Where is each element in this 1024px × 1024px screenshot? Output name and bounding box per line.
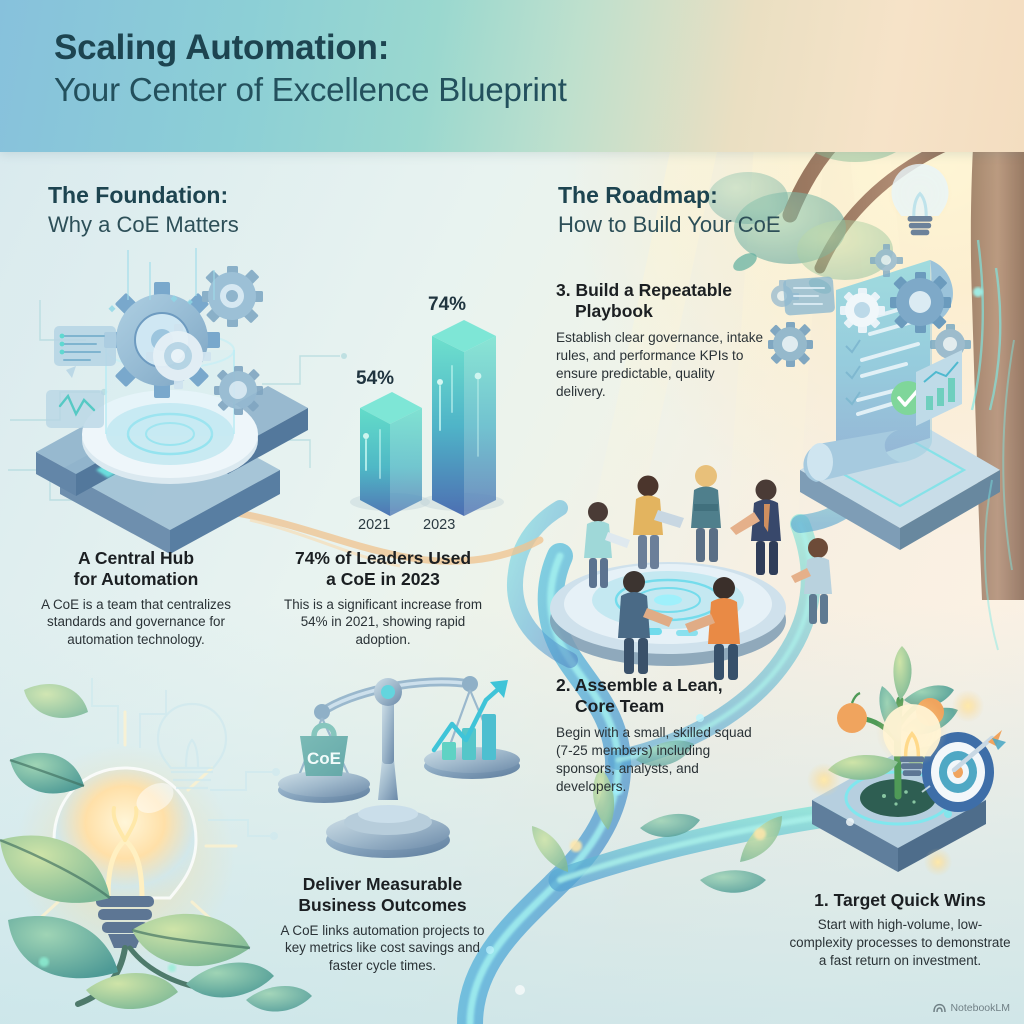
bar-value-label-2021: 54% [356,368,395,389]
bar-tick-label-2021: 2021 [358,517,391,533]
central-hub-title: A Central Hub for Automation [22,548,250,591]
roadmap-heading: The Roadmap: [558,182,718,208]
step3-title-line2: Playbook [575,301,653,322]
central-hub-body: A CoE is a team that centralizes standar… [41,596,231,648]
foundation-subheading: Why a CoE Matters [48,211,239,237]
step1-body: Start with high-volume, low-complexity p… [789,917,1011,968]
central-hub-title-line2: for Automation [73,569,199,590]
notebooklm-watermark: NotebookLM [933,1002,1010,1014]
step3-title: 3. Build a Repeatable Playbook [556,280,768,323]
outcomes-body: A CoE links automation projects to key m… [280,922,485,974]
header-band: Scaling Automation: Your Center of Excel… [0,0,1024,152]
adoption-bar-chart: 54% 74% 2021 2023 [330,280,530,545]
step2-title-line1: 2. Assemble a Lean, [556,675,723,695]
page-title-line2: Your Center of Excellence Blueprint [54,71,567,109]
roadmap-subheading: How to Build Your CoE [558,211,781,237]
outcomes-title-line1: Deliver Measurable [302,874,463,894]
text-block-step-2: 2. Assemble a Lean, Core Team Begin with… [556,675,768,795]
stat-title: 74% of Leaders Used a CoE in 2023 [283,548,483,591]
step3-title-line1: 3. Build a Repeatable [556,280,733,300]
text-block-outcomes: Deliver Measurable Business Outcomes A C… [280,874,485,975]
watermark-label: NotebookLM [950,1002,1010,1014]
section-heading-roadmap: The Roadmap: How to Build Your CoE [558,182,781,239]
central-hub-title-line1: A Central Hub [77,548,195,568]
stat-title-line1: 74% of Leaders Used [294,548,472,568]
stat-title-line2: a CoE in 2023 [326,569,440,590]
step2-title: 2. Assemble a Lean, Core Team [556,675,768,718]
outcomes-title-line2: Business Outcomes [298,895,467,916]
step2-title-line2: Core Team [575,696,665,717]
page-title-line1: Scaling Automation: [54,28,390,67]
text-block-step-1: 1. Target Quick Wins Start with high-vol… [788,890,1012,969]
foundation-heading: The Foundation: [48,182,229,208]
notebooklm-icon [933,1003,947,1012]
text-block-stat: 74% of Leaders Used a CoE in 2023 This i… [283,548,483,649]
bar-tick-label-2023: 2023 [423,517,456,533]
text-block-central-hub: A Central Hub for Automation A CoE is a … [22,548,250,649]
step1-title: 1. Target Quick Wins [814,890,986,910]
outcomes-title: Deliver Measurable Business Outcomes [280,874,485,917]
stat-body: This is a significant increase from 54% … [284,596,482,648]
step2-body: Begin with a small, skilled squad (7-25 … [556,724,752,794]
bar-value-label-2023: 74% [428,294,467,315]
text-block-step-3: 3. Build a Repeatable Playbook Establish… [556,280,768,400]
step3-body: Establish clear governance, intake rules… [556,329,764,399]
section-heading-foundation: The Foundation: Why a CoE Matters [48,182,239,239]
